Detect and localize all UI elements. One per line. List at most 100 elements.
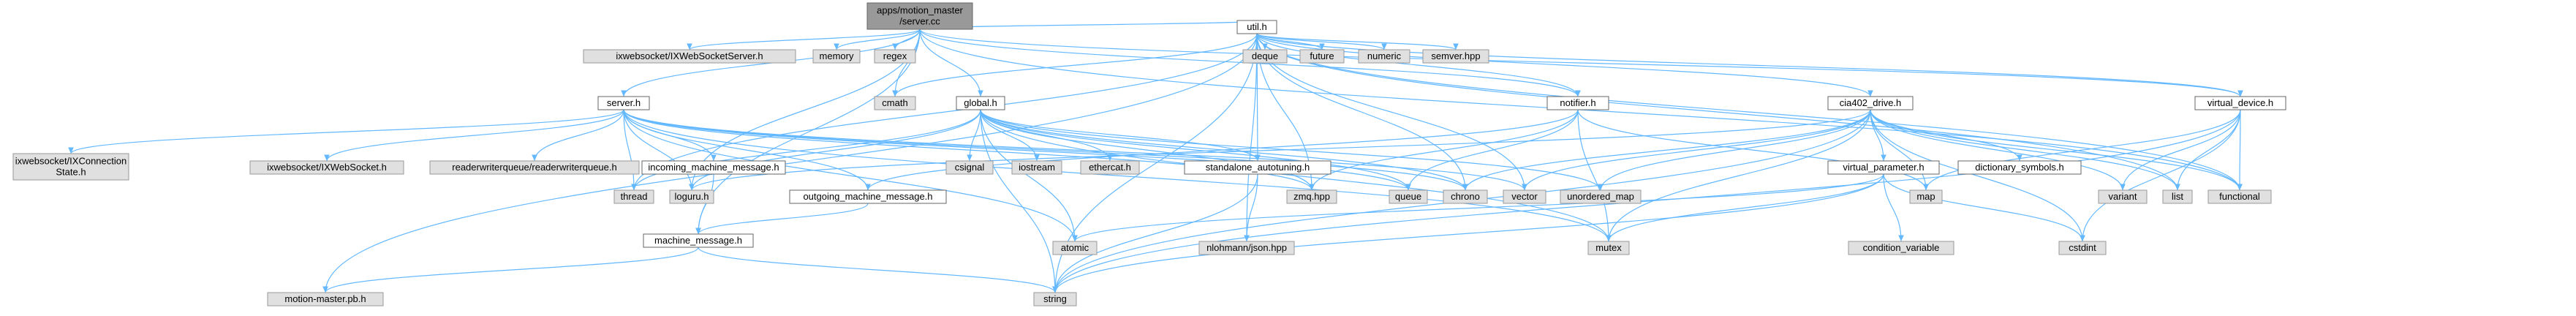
- node-notifier[interactable]: notifier.h: [1546, 96, 1609, 110]
- node-label-virtdev: virtual_device.h: [2207, 97, 2273, 108]
- node-label-list: list: [2172, 191, 2183, 202]
- node-dictsym[interactable]: dictionary_symbols.h: [1957, 160, 2082, 175]
- node-iostream: iostream: [1011, 160, 1062, 175]
- edge-util-to-motionpb: [322, 33, 1258, 293]
- node-box-functional: [2207, 189, 2272, 204]
- edge-standalone-to-string: [1052, 173, 1258, 293]
- node-virtparam[interactable]: virtual_parameter.h: [1827, 160, 1940, 175]
- node-util[interactable]: util.h: [1236, 20, 1277, 34]
- node-outgoing[interactable]: outgoing_machine_message.h: [789, 189, 947, 204]
- node-label-machmsg: machine_message.h: [654, 235, 742, 246]
- edge-util-to-list: [1256, 33, 2180, 191]
- node-box-regex: [874, 49, 916, 64]
- edge-virtdev-to-string: [1052, 109, 2241, 293]
- node-cia402[interactable]: cia402_drive.h: [1827, 96, 1914, 110]
- node-label-nlohmann: nlohmann/json.hpp: [1206, 242, 1287, 253]
- node-box-loguru: [669, 189, 714, 204]
- edge-util-to-cmath: [892, 33, 1258, 97]
- edge-server-to-chrono: [623, 109, 1468, 191]
- edge-cia402-to-umap: [1598, 109, 1871, 191]
- node-box-list: [2162, 189, 2193, 204]
- node-label-ethercat: ethercat.h: [1089, 162, 1131, 173]
- node-label-atomic: atomic: [1061, 242, 1089, 253]
- node-vector: vector: [1503, 189, 1546, 204]
- node-machmsg[interactable]: machine_message.h: [643, 233, 754, 248]
- edge-global-to-string: [980, 109, 1058, 293]
- node-box-queue: [1389, 189, 1428, 204]
- node-label-iostream: iostream: [1019, 162, 1055, 173]
- node-box-vector: [1503, 189, 1546, 204]
- node-label-ixwss: ixwebsocket/IXWebSocketServer.h: [616, 50, 763, 61]
- node-chrono: chrono: [1443, 189, 1488, 204]
- node-label-future: future: [1310, 50, 1334, 61]
- node-box-cstdint: [2058, 241, 2107, 255]
- node-box-string: [1033, 292, 1077, 306]
- node-loguru: loguru.h: [669, 189, 714, 204]
- node-root[interactable]: apps/motion_master/server.cc: [866, 2, 973, 30]
- edge-server-to-rwq: [532, 109, 624, 162]
- node-label-memory: memory: [820, 50, 854, 61]
- edge-virtparam-to-string: [1052, 173, 1884, 293]
- node-server[interactable]: server.h: [597, 96, 650, 110]
- node-label-server: server.h: [607, 97, 641, 108]
- node-label-loguru: loguru.h: [675, 191, 709, 202]
- node-label-deque: deque: [1252, 50, 1278, 61]
- node-box-condvar: [1848, 241, 1954, 255]
- node-virtdev[interactable]: virtual_device.h: [2194, 96, 2286, 110]
- node-box-zmq: [1286, 189, 1337, 204]
- edge-global-to-iostream: [980, 109, 1040, 162]
- node-nlohmann: nlohmann/json.hpp: [1198, 241, 1295, 255]
- node-label-rwq: readerwriterqueue/readerwriterqueue.h: [452, 162, 616, 173]
- node-label-standalone: standalone_autotuning.h: [1206, 162, 1310, 173]
- node-label-cia402: cia402_drive.h: [1840, 97, 1902, 108]
- node-label-cstdint: cstdint: [2069, 242, 2096, 253]
- edge-root-to-memory: [834, 29, 921, 50]
- edge-root-to-virtdev: [919, 29, 2243, 97]
- node-box-variant: [2098, 189, 2148, 204]
- node-rwq: readerwriterqueue/readerwriterqueue.h: [429, 160, 640, 175]
- node-box-ixws: [249, 160, 404, 175]
- node-box-thread: [613, 189, 654, 204]
- edge-server-to-atomic: [623, 109, 1078, 242]
- node-box-motionpb: [267, 292, 384, 306]
- edge-virtparam-to-condvar: [1883, 173, 1904, 242]
- edge-virtparam-to-mutex: [1606, 173, 1884, 242]
- node-label-outgoing: outgoing_machine_message.h: [803, 191, 932, 202]
- edge-util-to-semver: [1256, 33, 1459, 50]
- node-list: list: [2162, 189, 2193, 204]
- node-box-ixwss: [583, 49, 796, 64]
- edge-notifier-to-queue: [1405, 109, 1579, 191]
- node-box-ixconn: [12, 153, 129, 181]
- edge-outgoing-to-machmsg: [695, 203, 869, 235]
- edge-server-to-zmq: [623, 109, 1315, 191]
- node-incoming[interactable]: incoming_machine_message.h: [641, 160, 786, 175]
- node-thread: thread: [613, 189, 654, 204]
- node-label-notifier: notifier.h: [1560, 97, 1595, 108]
- node-standalone[interactable]: standalone_autotuning.h: [1184, 160, 1332, 175]
- edge-virtdev-to-cstdint: [2080, 109, 2241, 242]
- node-global[interactable]: global.h: [956, 96, 1005, 110]
- edge-util-to-virtdev: [1256, 33, 2243, 97]
- node-ixwss: ixwebsocket/IXWebSocketServer.h: [583, 49, 796, 64]
- edge-server-to-queue: [623, 109, 1411, 191]
- node-variant: variant: [2098, 189, 2148, 204]
- edge-virtparam-to-atomic: [1072, 173, 1884, 242]
- node-label-variant: variant: [2108, 191, 2137, 202]
- node-label-incoming: incoming_machine_message.h: [648, 162, 779, 173]
- node-label-thread: thread: [621, 191, 648, 202]
- node-box-dictsym: [1957, 160, 2082, 175]
- node-box-cmath: [874, 96, 916, 110]
- edge-cia402-to-mutex: [1606, 109, 1871, 242]
- node-box-virtdev: [2194, 96, 2286, 110]
- node-csignal: csignal: [945, 160, 994, 175]
- edge-server-to-ixws: [324, 109, 624, 162]
- node-memory: memory: [812, 49, 861, 64]
- node-label-ixws: ixwebsocket/IXWebSocket.h: [267, 162, 387, 173]
- node-box-server: [597, 96, 650, 110]
- edge-global-to-loguru: [689, 109, 981, 191]
- edge-util-to-functional: [1256, 33, 2243, 191]
- edge-server-to-thread: [623, 109, 637, 191]
- edge-cia402-to-dictsym: [1870, 109, 2022, 162]
